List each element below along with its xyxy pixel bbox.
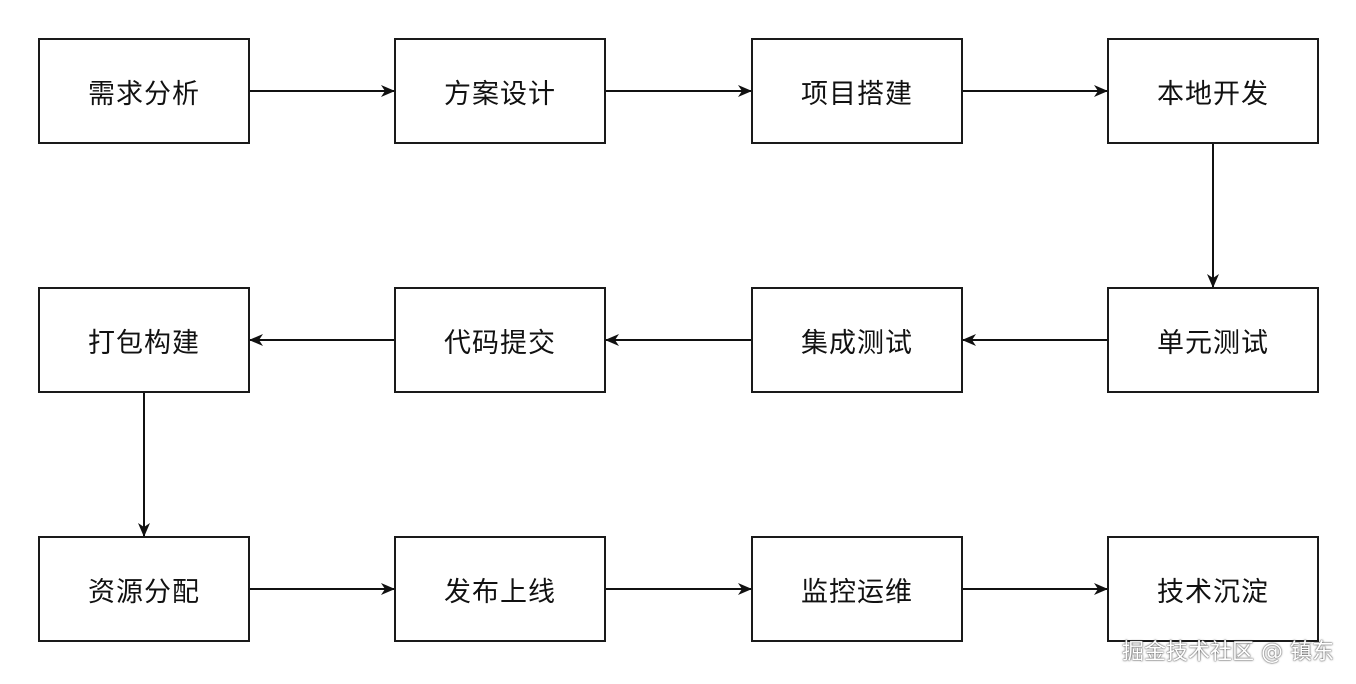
node-label: 需求分析 <box>88 78 200 110</box>
node-label: 本地开发 <box>1157 78 1269 110</box>
node-monitoring-ops: 监控运维 <box>751 536 963 642</box>
node-integration-testing: 集成测试 <box>751 287 963 393</box>
node-label: 单元测试 <box>1157 327 1269 359</box>
node-release-online: 发布上线 <box>394 536 606 642</box>
node-code-commit: 代码提交 <box>394 287 606 393</box>
node-label: 集成测试 <box>801 327 913 359</box>
node-resource-allocation: 资源分配 <box>38 536 250 642</box>
node-requirements-analysis: 需求分析 <box>38 38 250 144</box>
node-solution-design: 方案设计 <box>394 38 606 144</box>
watermark-text: 掘金技术社区 @ 镇东 <box>1122 640 1334 665</box>
node-label: 项目搭建 <box>801 78 913 110</box>
node-label: 资源分配 <box>88 576 200 608</box>
node-label: 方案设计 <box>444 78 556 110</box>
node-local-development: 本地开发 <box>1107 38 1319 144</box>
node-label: 技术沉淀 <box>1157 576 1269 608</box>
node-unit-testing: 单元测试 <box>1107 287 1319 393</box>
node-label: 打包构建 <box>88 327 200 359</box>
node-label: 监控运维 <box>801 576 913 608</box>
node-tech-summary: 技术沉淀 <box>1107 536 1319 642</box>
node-package-build: 打包构建 <box>38 287 250 393</box>
node-project-setup: 项目搭建 <box>751 38 963 144</box>
node-label: 代码提交 <box>444 327 556 359</box>
node-label: 发布上线 <box>444 576 556 608</box>
